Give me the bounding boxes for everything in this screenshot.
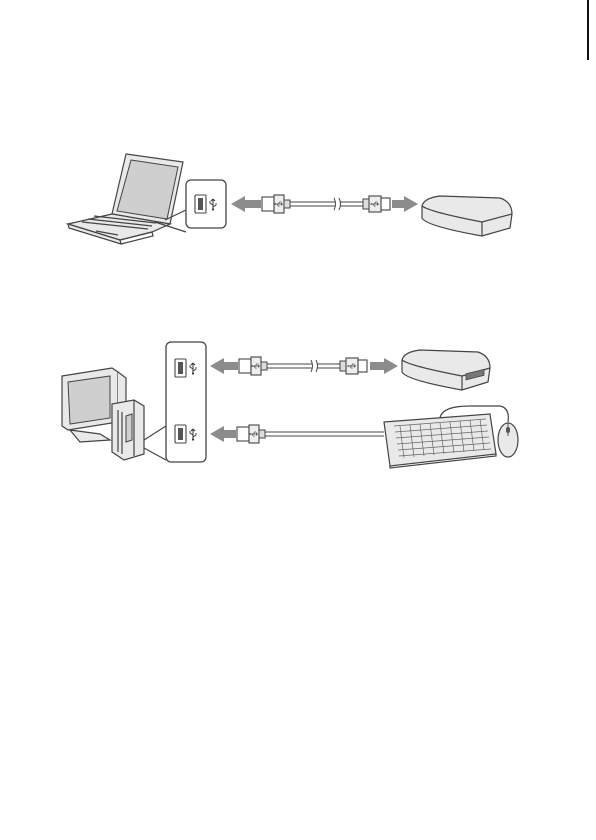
callout-line (144, 426, 166, 440)
laptop-connection-diagram (0, 140, 596, 250)
connect-arrow-right (370, 358, 398, 374)
usb-cable (267, 360, 340, 372)
usb-a-plug (239, 357, 267, 375)
usb-port-panel (186, 180, 226, 228)
usb-a-plug (262, 195, 290, 213)
mouse-icon (498, 423, 518, 457)
callout-line (144, 448, 166, 460)
page-edge-mark (587, 0, 589, 60)
usb-port-panel (166, 342, 206, 462)
keyboard-cable (265, 432, 384, 436)
connect-arrow-left (210, 426, 236, 442)
laptop-icon (68, 154, 183, 244)
connect-arrow-left (210, 358, 238, 374)
connect-arrow-left (231, 196, 261, 212)
card-reader-icon (402, 350, 490, 390)
card-reader-icon (422, 140, 512, 236)
usb-cable (290, 198, 363, 210)
desktop-computer-icon (62, 368, 144, 460)
usb-b-plug (363, 196, 390, 212)
desktop-connection-diagram (0, 330, 596, 470)
usb-a-plug (237, 425, 265, 443)
usb-b-plug (340, 358, 367, 374)
keyboard-icon (384, 414, 496, 468)
connect-arrow-right (392, 196, 418, 212)
